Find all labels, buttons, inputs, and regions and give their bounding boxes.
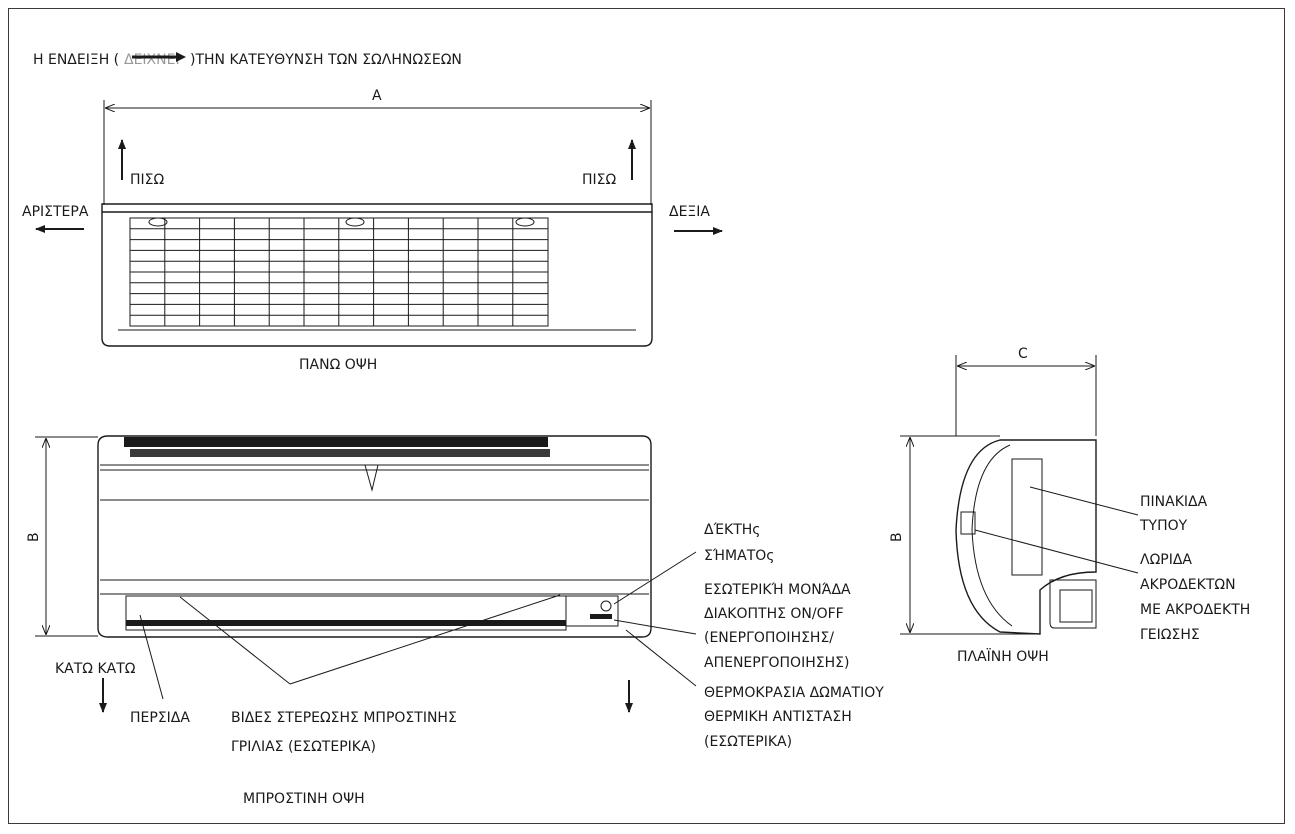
- terminal-label-3: ΜΕ ΑΚΡΟΔΕΚΤΗ: [1140, 602, 1250, 618]
- side-view-caption: ΠΛΑΪΝΗ ΟΨΗ: [957, 647, 1049, 665]
- back-left-label: ΠΙΣΩ: [130, 172, 165, 188]
- thermistor-label-2: ΘΕΡΜΙΚΗ ΑΝΤΙΣΤΑΣΗ: [704, 709, 852, 725]
- switch-label-1: ΕΣΩΤΕΡΙΚΉ ΜΟΝΆΔΑ: [704, 582, 851, 598]
- switch-label-3: (ΕΝΕΡΓΟΠΟΙΗΣΗΣ/: [704, 630, 834, 646]
- nameplate-shape: [1011, 458, 1043, 576]
- switch-label-4: ΑΠΕΝΕΡΓΟΠΟΙΗΣΗΣ): [704, 655, 849, 671]
- right-label: ΔΕΞΙΑ: [669, 204, 710, 220]
- front-view-caption: ΜΠΡΟΣΤΙΝΗ ΟΨΗ: [243, 791, 365, 807]
- receiver-label-2: ΣΉΜΑΤΟς: [704, 548, 775, 564]
- grille-screws-label-1: ΒΙΔΕΣ ΣΤΕΡΕΩΣΗΣ ΜΠΡΟΣΤΙΝΗΣ: [231, 710, 457, 726]
- thermistor-label-1: ΘΕΡΜΟΚΡΑΣΙΑ ΔΩΜΑΤΙΟΥ: [704, 685, 884, 701]
- top-view: A ΠΙΣΩ ΠΙΣΩ ΑΡΙΣΤΕΡΑ ΔΕΞΙΑ ΠΑΝΩ ΟΨΗ: [22, 88, 723, 373]
- dimension-a-label: A: [372, 88, 382, 104]
- thermistor-label-3: (ΕΣΩΤΕΡΙΚΑ): [704, 734, 792, 750]
- terminal-label-1: ΛΩΡΙΔΑ: [1140, 552, 1192, 568]
- terminal-label-4: ΓΕΙΩΣΗΣ: [1140, 627, 1200, 643]
- side-view: C B ΠΙΝΑΚΙΔΑ ΤΥΠΟΥ ΛΩΡΙΔΑ ΑΚΡΟΔΕΚΤΩΝ ΜΕ …: [889, 346, 1250, 665]
- top-grille: [130, 218, 548, 326]
- header-hidden-word: ΔΕΙΧΝΕΙ: [124, 52, 180, 68]
- terminal-label-2: ΑΚΡΟΔΕΚΤΩΝ: [1140, 577, 1236, 593]
- header: Η ΕΝΔΕΙΞΗ ( ΔΕΙΧΝΕΙ )ΤΗΝ ΚΑΤΕΥΘΥΝΣΗ ΤΩΝ …: [33, 52, 462, 68]
- louver-label: ΠΕΡΣΙΔΑ: [130, 710, 190, 726]
- dimension-b-label: B: [26, 532, 42, 542]
- front-view: B ΚΑΤΩ ΚΑΤΩ ΠΕΡΣΙΔΑ ΒΙΔΕΣ ΣΤΕΡΕΩΣΗΣ ΜΠΡΟ…: [26, 435, 884, 807]
- nameplate-label-1: ΠΙΝΑΚΙΔΑ: [1140, 494, 1208, 510]
- nameplate-label-2: ΤΥΠΟΥ: [1139, 518, 1188, 534]
- header-suffix: )ΤΗΝ ΚΑΤΕΥΘΥΝΣΗ ΤΩΝ ΣΩΛΗΝΩΣΕΩΝ: [190, 52, 462, 68]
- back-right-label: ΠΙΣΩ: [582, 172, 617, 188]
- top-view-caption: ΠΑΝΩ ΟΨΗ: [299, 357, 377, 373]
- bottom-label: ΚΑΤΩ ΚΑΤΩ: [55, 661, 136, 677]
- dimension-c-label: C: [1018, 346, 1028, 362]
- grille-screws-label-2: ΓΡΙΛΙΑΣ (ΕΣΩΤΕΡΙΚΑ): [231, 739, 376, 755]
- diagram-frame: [8, 8, 1285, 824]
- side-dimension-b-label: B: [889, 532, 905, 542]
- header-prefix: Η ΕΝΔΕΙΞΗ (: [33, 52, 119, 68]
- receiver-label-1: ΔΈΚΤΗς: [704, 522, 761, 538]
- left-label: ΑΡΙΣΤΕΡΑ: [22, 204, 89, 220]
- switch-label-2: ΔΙΑΚΟΠΤΗΣ ON/OFF: [704, 606, 844, 622]
